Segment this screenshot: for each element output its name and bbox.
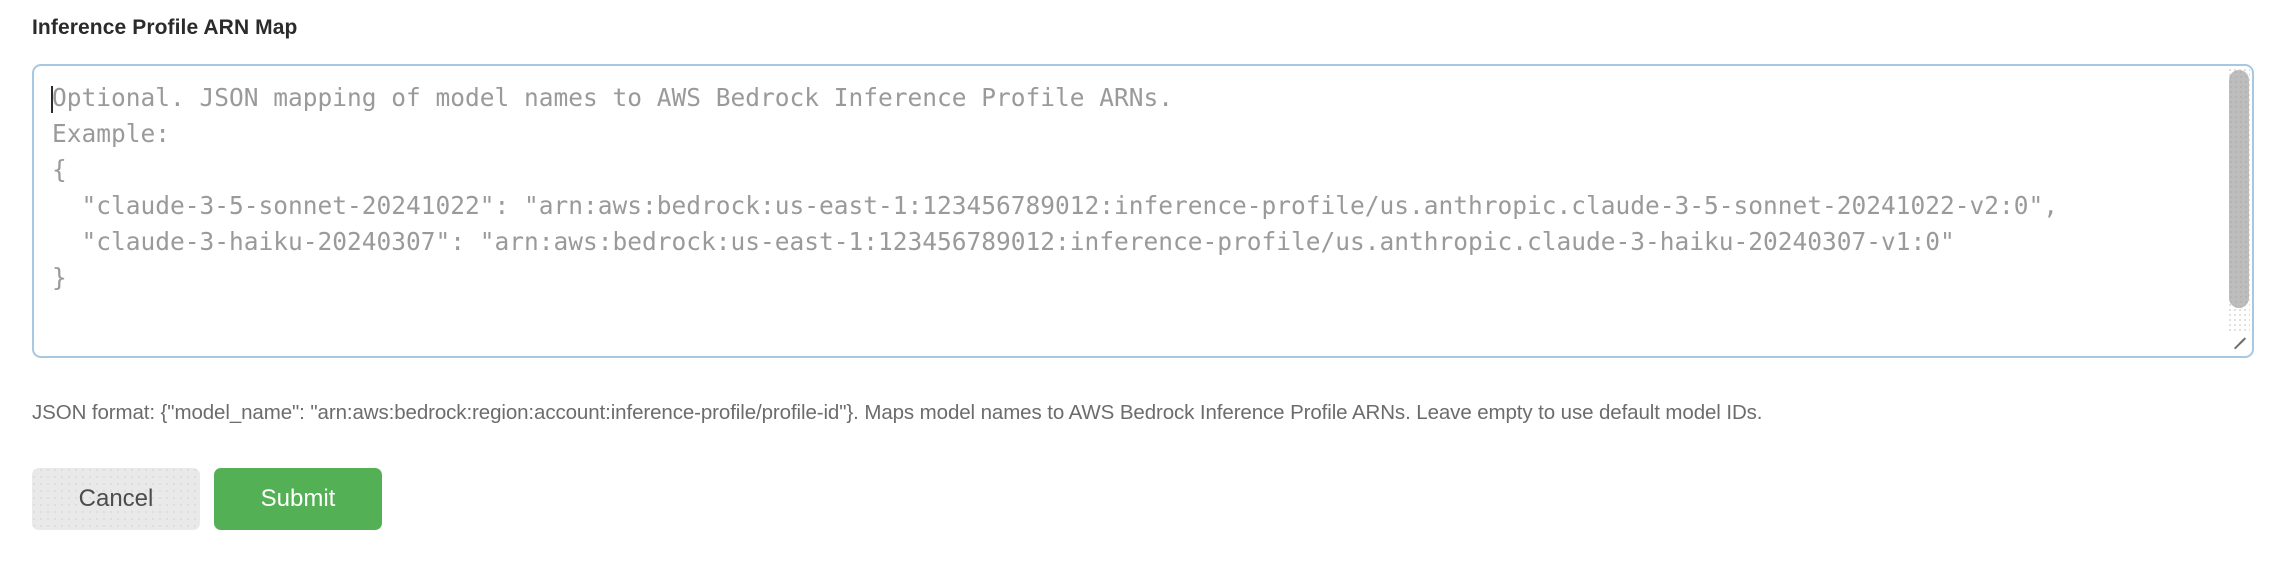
inference-profile-arn-map-textarea[interactable]: Optional. JSON mapping of model names to… <box>32 64 2254 358</box>
resize-grip-icon[interactable] <box>2228 332 2250 354</box>
submit-button[interactable]: Submit <box>214 468 382 530</box>
resize-grip-line-2 <box>2239 337 2247 345</box>
page-title: Inference Profile ARN Map <box>32 16 298 39</box>
form-actions: Cancel Submit <box>32 468 382 530</box>
field-help-text: JSON format: {"model_name": "arn:aws:bed… <box>32 401 1763 424</box>
textarea-placeholder-text: Optional. JSON mapping of model names to… <box>52 83 2059 292</box>
text-caret <box>51 86 53 113</box>
scrollbar-thumb[interactable] <box>2229 70 2249 308</box>
cancel-button[interactable]: Cancel <box>32 468 200 530</box>
textarea-scrollbar[interactable] <box>2228 68 2250 354</box>
